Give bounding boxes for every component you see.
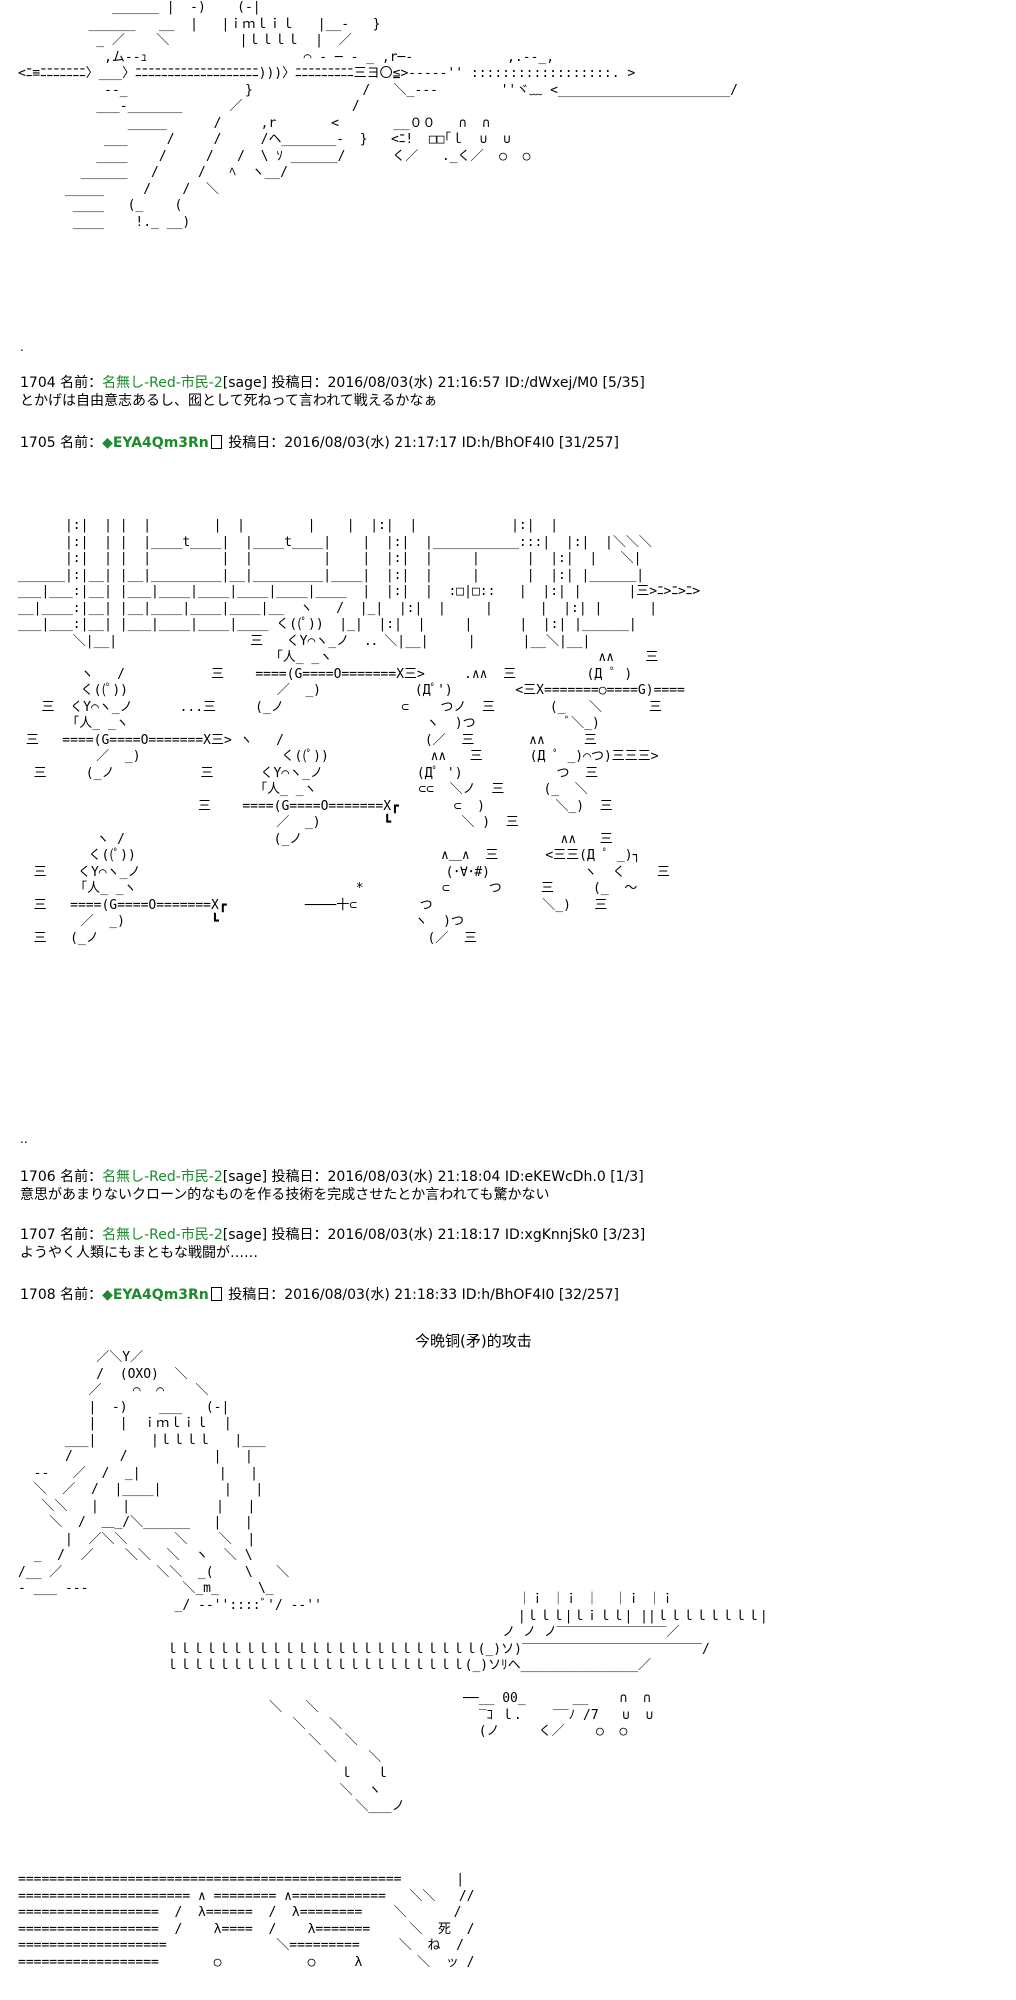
poster-id: ID:/dWxej/M0 [504, 375, 599, 391]
post-count: [5/35] [602, 375, 645, 391]
date-label: 投稿日： [228, 435, 285, 451]
mail-field: [sage] [222, 1227, 268, 1243]
post-body-1704: とかげは自由意志あるし、囮として死ねって言われて戦えるかなぁ [20, 393, 438, 409]
name-label: 名前： [60, 1287, 103, 1303]
post-date: 2016/08/03(水) 21:18:17 [327, 1227, 501, 1243]
post-header-1704: 1704 名前：名無し-Red-市民-2[sage] 投稿日：2016/08/0… [20, 374, 645, 392]
name-label: 名前： [60, 1227, 103, 1243]
poster-id: ID:h/BhOF4I0 [461, 435, 555, 451]
post-number: 1704 [20, 375, 56, 391]
post-header-1707: 1707 名前：名無し-Red-市民-2[sage] 投稿日：2016/08/0… [20, 1226, 645, 1244]
post-number: 1705 [20, 435, 56, 451]
post-date: 2016/08/03(水) 21:18:33 [284, 1287, 458, 1303]
poster-trip-link[interactable]: ◆EYA4Qm3Rn [102, 1287, 209, 1303]
ascii-art-legs: ＼ ＼ ＼ ＼ ＼ ＼ ＼ ＼ ｌ ｌ ＼ ヽ ＼___ノ [269, 1700, 405, 1814]
ascii-art-top: ______ | -) (-| ______ __ | |ｉｍｌｉｌ |__- … [18, 0, 738, 230]
poster-name-link[interactable]: 名無し-Red-市民-2 [102, 375, 223, 391]
poster-name-link[interactable]: 名無し-Red-市民-2 [102, 1169, 223, 1185]
name-label: 名前： [60, 435, 103, 451]
mail-box-icon [210, 1287, 222, 1301]
poster-id: ID:eKEWcDh.0 [504, 1169, 606, 1185]
poster-name-link[interactable]: 名無し-Red-市民-2 [102, 1227, 223, 1243]
ascii-art-battle: |:| | | | | | | | |:| | |:| | |:| | | |_… [18, 518, 701, 946]
ascii-art-weapon: ｜ｉ ｜ｉ ｜ ｜ｉ ｜ｉ |ｌｌｌ|ｌｉｌｌ| ||ｌｌｌｌｌｌｌｌ| ノ ノ… [165, 1592, 768, 1739]
poster-trip-link[interactable]: ◆EYA4Qm3Rn [102, 435, 209, 451]
name-label: 名前： [60, 375, 103, 391]
date-label: 投稿日： [271, 1169, 328, 1185]
post-body-1706: 意思があまりないクローン的なものを作る技術を完成させたとか言われても驚かない [20, 1187, 550, 1203]
post-number: 1708 [20, 1287, 56, 1303]
art-caption: 今晩铜(矛)的攻击 [415, 1332, 532, 1350]
name-label: 名前： [60, 1169, 103, 1185]
date-label: 投稿日： [271, 375, 328, 391]
date-label: 投稿日： [271, 1227, 328, 1243]
separator-dot: . [20, 340, 24, 354]
post-count: [32/257] [558, 1287, 619, 1303]
post-header-1705: 1705 名前：◆EYA4Qm3Rn 投稿日：2016/08/03(水) 21:… [20, 434, 619, 452]
post-body-1707: ようやく人類にもまともな戦闘が…… [20, 1245, 258, 1261]
ascii-art-mecha: ／＼Y／ / (OXO) ＼ ／ ⌒ ⌒ ＼ | -) ___ (-| | | … [18, 1350, 322, 1613]
mail-field: [sage] [222, 1169, 268, 1185]
post-date: 2016/08/03(水) 21:16:57 [327, 375, 501, 391]
separator-dots: .. [20, 1132, 28, 1146]
date-label: 投稿日： [228, 1287, 285, 1303]
ascii-art-death: ========================================… [18, 1872, 475, 1970]
post-number: 1707 [20, 1227, 56, 1243]
post-count: [31/257] [558, 435, 619, 451]
mail-field: [sage] [222, 375, 268, 391]
mail-box-icon [210, 435, 222, 449]
post-count: [1/3] [610, 1169, 644, 1185]
post-date: 2016/08/03(水) 21:17:17 [284, 435, 458, 451]
post-header-1708: 1708 名前：◆EYA4Qm3Rn 投稿日：2016/08/03(水) 21:… [20, 1286, 619, 1304]
post-date: 2016/08/03(水) 21:18:04 [327, 1169, 501, 1185]
post-header-1706: 1706 名前：名無し-Red-市民-2[sage] 投稿日：2016/08/0… [20, 1168, 644, 1186]
poster-id: ID:xgKnnjSk0 [504, 1227, 599, 1243]
post-number: 1706 [20, 1169, 56, 1185]
post-count: [3/23] [602, 1227, 646, 1243]
poster-id: ID:h/BhOF4I0 [461, 1287, 555, 1303]
